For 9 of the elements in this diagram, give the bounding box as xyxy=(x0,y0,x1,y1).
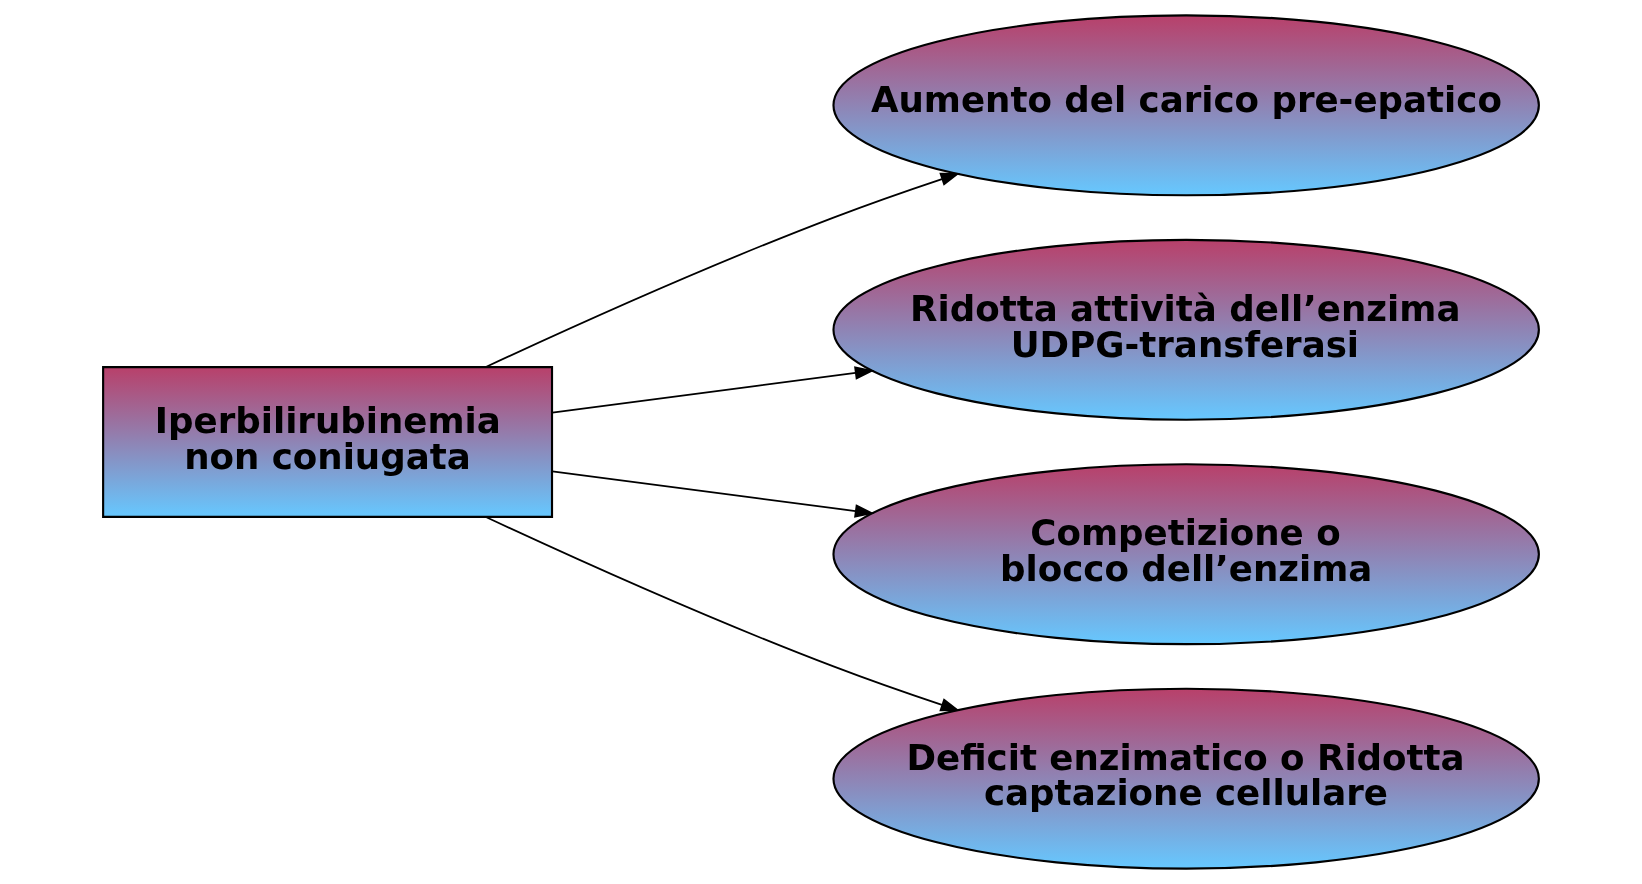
node-ellipse: Deficit enzimatico o Ridotta captazione cellulare xyxy=(832,687,1540,870)
node-ellipse: Ridotta attività dell’enzima UDPG-transferasi xyxy=(832,238,1540,421)
node-ellipse: Competizione o blocco dell’enzima xyxy=(832,463,1540,646)
arrow xyxy=(484,516,961,712)
arrow xyxy=(484,172,961,368)
node-box: Iperbilirubinemia non coniugata xyxy=(102,366,554,518)
arrow xyxy=(551,366,875,414)
arrow xyxy=(551,470,875,518)
node-ellipse: Aumento del carico pre-epatico xyxy=(832,14,1540,197)
